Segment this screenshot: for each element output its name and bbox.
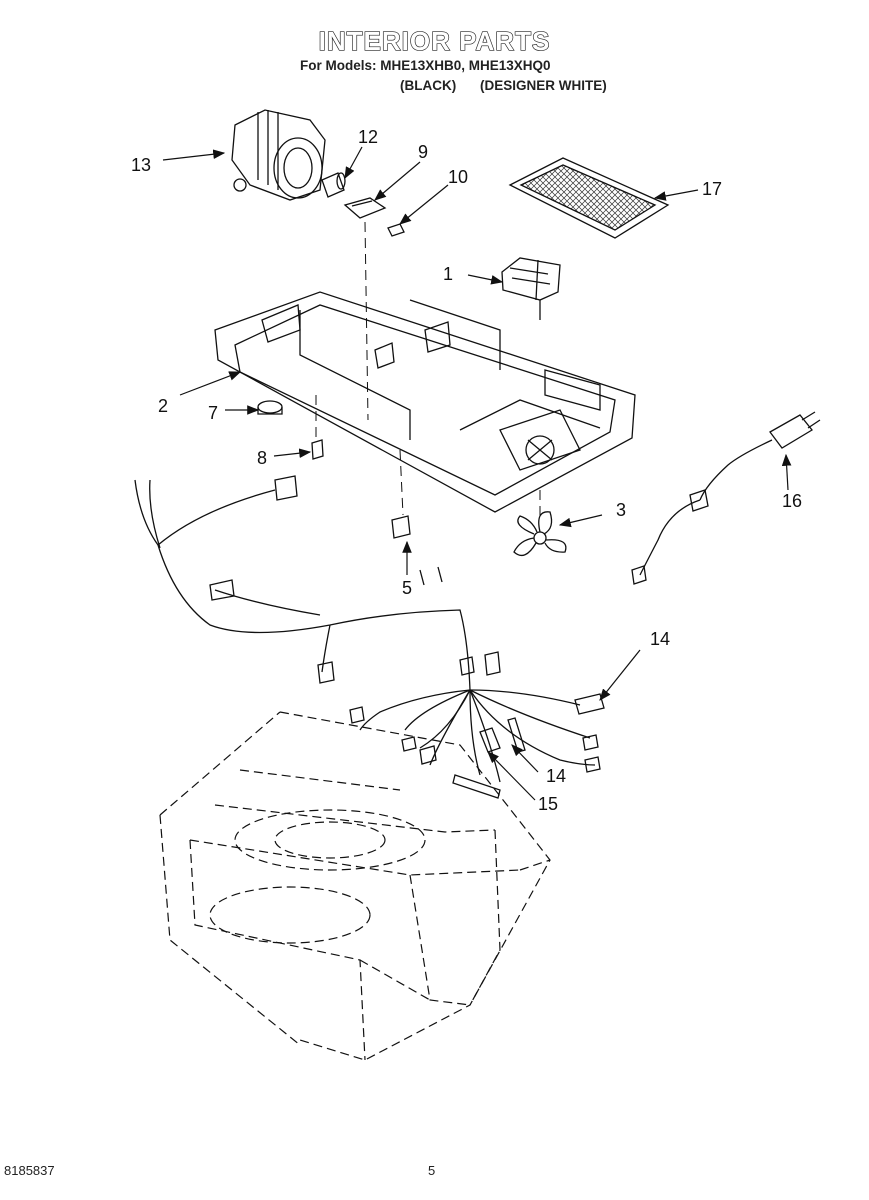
callout-11: 12: [358, 127, 379, 147]
callout-5: 5: [402, 578, 413, 598]
blower-assembly: [231, 109, 326, 201]
diagram-title: INTERIOR PARTS: [318, 25, 551, 56]
callout-2: 2: [158, 396, 169, 416]
callout-1: 1: [443, 264, 454, 284]
oven-cavity-outline: [159, 711, 551, 1061]
callout-3: 3: [616, 500, 627, 520]
callout-12: 13: [131, 155, 152, 175]
part-1-relay: [501, 257, 561, 320]
part-7-thermostat: [257, 400, 283, 415]
part-14-fuse: [507, 717, 526, 753]
part-15-fuse-holder: [479, 727, 501, 753]
callout-9: 9: [418, 142, 429, 162]
variant-designer-white: (DESIGNER WHITE): [480, 78, 607, 93]
leader-arrows: [162, 146, 792, 801]
document-number: 8185837: [4, 1163, 55, 1178]
callout-10: 10: [448, 167, 469, 187]
model-numbers: For Models: MHE13XHB0, MHE13XHQ0: [300, 58, 551, 73]
grease-filter: [508, 157, 670, 239]
callout-14: 14: [546, 766, 567, 786]
part-5-connector: [391, 515, 443, 586]
callout-15: 15: [538, 794, 559, 814]
explode-lines: [315, 221, 541, 520]
callout-7: 7: [208, 403, 219, 423]
cooling-fan-blade: [513, 511, 567, 557]
callout-8: 8: [257, 448, 268, 468]
power-cord: [631, 411, 821, 585]
part-10-lamp: [387, 223, 405, 237]
wiring-harness: [134, 475, 605, 799]
callout-17: 17: [702, 179, 723, 199]
part-8-clip: [311, 439, 324, 460]
part-9-bracket: [343, 197, 387, 219]
part-11-cylinder: [321, 172, 346, 198]
callout-16: 16: [782, 491, 803, 511]
variant-black: (BLACK): [400, 78, 457, 93]
callout-13: 14: [650, 629, 671, 649]
page-number: 5: [428, 1163, 436, 1178]
